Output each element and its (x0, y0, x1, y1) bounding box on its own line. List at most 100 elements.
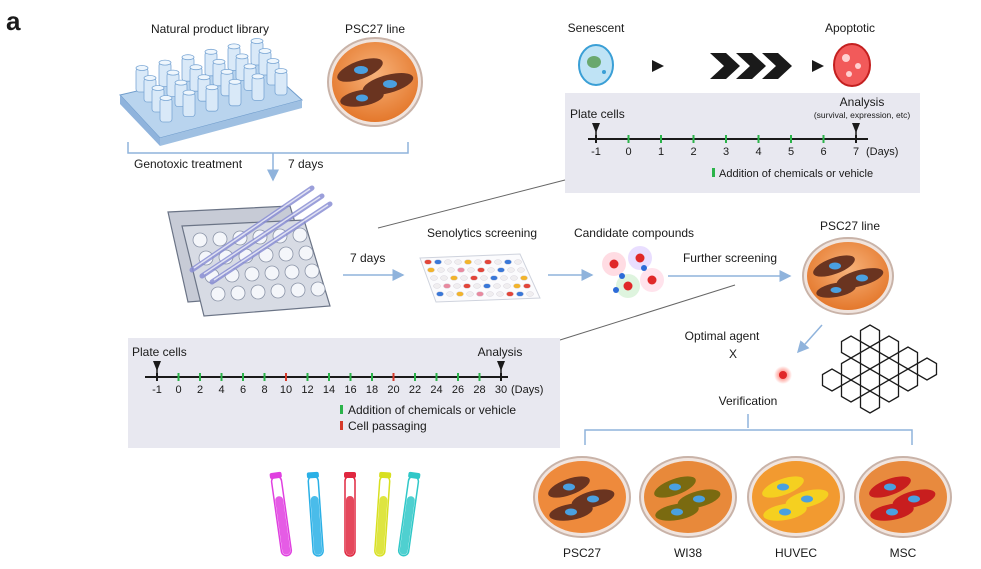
rack-tube-top (212, 58, 226, 65)
screening-well (510, 275, 518, 281)
verification-dish-psc27 (533, 456, 631, 538)
timeline-tick-label: 0 (175, 384, 181, 396)
rack-tube-top (158, 59, 172, 66)
verification-bracket (584, 414, 913, 445)
panel-label: a (6, 6, 21, 36)
long-legend-chem-swatch (340, 405, 343, 414)
flow-days-label: 7 days (350, 251, 385, 265)
screening-well (496, 291, 504, 297)
further-screening-label: Further screening (683, 251, 777, 265)
screening-well (474, 259, 482, 265)
verification-dish-label: WI38 (674, 546, 702, 560)
screening-well (466, 291, 474, 297)
screening-well (476, 291, 484, 297)
timeline-tick-label: 4 (755, 146, 761, 158)
long-analysis-label: Analysis (478, 345, 523, 359)
treatment-bracket (127, 142, 409, 182)
screening-well (494, 259, 502, 265)
molecule-ring (840, 379, 862, 403)
screening-well (434, 259, 442, 265)
agent-symbol: X (729, 347, 737, 361)
test-tube (269, 471, 293, 557)
plate-well (250, 284, 266, 300)
plate-well (192, 232, 208, 248)
rack-tube-top (243, 63, 257, 70)
screening-well (503, 283, 511, 289)
timeline-tick-label: 14 (323, 384, 335, 396)
optimal-agent-label: Optimal agent (685, 329, 760, 343)
screening-well (523, 283, 531, 289)
psc27-dish-icon-top (327, 37, 423, 127)
long-timeline-panel (128, 338, 560, 448)
screening-well (450, 275, 458, 281)
rack-tube (205, 86, 219, 112)
plate-well (210, 286, 226, 302)
timeline-tick-label: 24 (430, 384, 442, 396)
test-tube (374, 471, 392, 557)
test-tube (344, 472, 356, 557)
molecule-ring (840, 335, 862, 359)
rack-tube-top (151, 85, 165, 91)
screening-well (514, 259, 522, 265)
short-timeline-panel (565, 93, 920, 193)
verification-dish-label: HUVEC (775, 546, 817, 560)
rack-tube-top (227, 43, 241, 50)
rack-tube-top (181, 54, 195, 61)
screening-well (526, 291, 534, 297)
screening-well (437, 267, 445, 273)
molecule-ring (878, 357, 900, 381)
short-analysis-note: (survival, expression, etc) (814, 110, 911, 120)
timeline-tick-label: 28 (473, 384, 485, 396)
short-legend-swatch (712, 168, 715, 177)
plate-well (270, 283, 286, 299)
screening-well (490, 275, 498, 281)
timeline-tick-label: -1 (591, 146, 601, 158)
timeline-tick-label: 8 (261, 384, 267, 396)
screening-well (504, 259, 512, 265)
rack-tube-top (274, 68, 288, 74)
screening-well (430, 275, 438, 281)
screening-label: Senolytics screening (427, 226, 537, 240)
screening-well (480, 275, 488, 281)
timeline-tick-label: 10 (280, 384, 292, 396)
rack-tube-top (135, 65, 149, 71)
plate-well (230, 285, 246, 301)
rack-tube-top (258, 48, 272, 54)
senescent-cell-icon (578, 44, 614, 86)
screening-well (427, 267, 435, 273)
short-plate-label: Plate cells (570, 107, 625, 121)
arrow-to-optimal (797, 324, 823, 354)
rack-tube-top (220, 68, 234, 75)
plate-well (292, 227, 308, 243)
screening-well (447, 267, 455, 273)
rack-tube-top (235, 53, 249, 60)
screening-well (443, 283, 451, 289)
timeline-tick-label: 7 (853, 146, 859, 158)
molecule-ring (840, 357, 862, 381)
cell-line-label-top: PSC27 line (345, 22, 405, 36)
screening-well (453, 283, 461, 289)
timeline-tick-label: 1 (658, 146, 664, 158)
library-label: Natural product library (151, 22, 269, 36)
molecule-ring (859, 346, 881, 370)
test-tubes-icon (269, 471, 421, 557)
rack-tube-top (189, 64, 203, 71)
plate-well (310, 281, 326, 297)
senescent-label: Senescent (568, 21, 625, 35)
screening-well (464, 259, 472, 265)
treatment-days-label: 7 days (288, 157, 323, 171)
screening-well (456, 291, 464, 297)
rack-tube (182, 92, 196, 117)
screening-well (440, 275, 448, 281)
rack-tube-top (266, 58, 280, 64)
molecule-ring (897, 368, 919, 392)
apoptotic-label: Apoptotic (825, 21, 875, 35)
molecule-ring (897, 346, 919, 370)
screening-well (516, 291, 524, 297)
rack-tube (159, 97, 173, 123)
rack-tube-top (197, 74, 211, 81)
screening-well (460, 275, 468, 281)
plate-well (278, 246, 294, 262)
verification-dish-label: PSC27 (563, 546, 601, 560)
